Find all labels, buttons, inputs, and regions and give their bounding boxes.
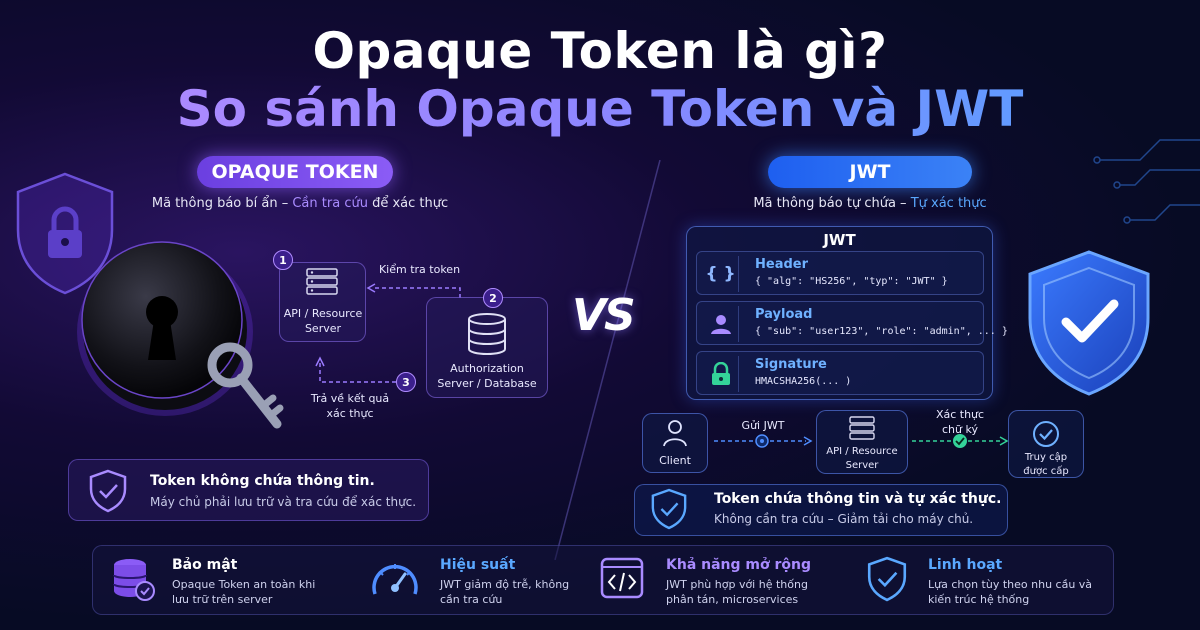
jwt-shield-check-icon <box>651 488 687 530</box>
feature-performance-title: Hiệu suất <box>440 557 516 573</box>
authorization-server-label: Authorization Server / Database <box>437 362 537 390</box>
verify-arrow <box>912 434 1009 448</box>
database-icon <box>468 313 506 356</box>
feature-security-text: Opaque Token an toàn khi lưu trữ trên se… <box>172 578 316 607</box>
shield-check-large-icon <box>1028 250 1150 396</box>
key-icon <box>207 342 284 429</box>
feature-flexibility-title: Linh hoạt <box>928 557 1003 573</box>
server-icon <box>306 268 338 295</box>
check-circle-icon <box>1033 421 1059 447</box>
keyhole-disk-icon <box>77 241 253 416</box>
jwt-server-icon <box>849 416 875 440</box>
return-result-label: Trả về kết quả xác thực <box>310 392 390 420</box>
opaque-subtitle: Mã thông báo bí ẩn – Cần tra cứu để xác … <box>151 196 449 211</box>
lock-icon <box>711 362 730 385</box>
jwt-pill: JWT <box>768 156 972 188</box>
braces-icon: { } <box>705 264 736 284</box>
client-label: Client <box>659 454 691 467</box>
database-check-icon <box>113 559 155 601</box>
user-icon <box>710 315 731 334</box>
client-box <box>642 413 708 473</box>
jwt-resource-server-label: API / Resource Server <box>826 446 898 471</box>
speedometer-icon <box>372 564 418 595</box>
step-3-badge: 3 <box>396 372 416 392</box>
access-granted-label: Truy cập được cấp <box>1023 452 1069 477</box>
jwt-subtitle: Mã thông báo tự chứa – Tự xác thực <box>753 196 987 211</box>
jwt-info-text: Không cần tra cứu – Giảm tải cho máy chủ… <box>714 512 974 526</box>
jwt-resource-server-box <box>816 410 908 474</box>
jwt-payload-row: Payload { "sub": "user123", "role": "adm… <box>696 301 1008 345</box>
page-title: Opaque Token là gì? <box>312 22 888 80</box>
jwt-header-row: { } Header { "alg": "HS256", "typ": "JWT… <box>696 251 984 295</box>
verify-signature-label: Xác thực chữ ký <box>935 408 985 436</box>
opaque-info-box <box>68 459 429 521</box>
opaque-token-pill: OPAQUE TOKEN <box>197 156 393 188</box>
return-arrow <box>315 356 396 383</box>
jwt-info-box <box>634 484 1008 536</box>
shield-check-icon <box>89 469 127 513</box>
code-icon <box>600 557 644 599</box>
check-token-arrow <box>366 283 461 298</box>
flexibility-shield-icon <box>867 556 907 602</box>
feature-flexibility-text: Lựa chọn tùy theo nhu cầu và kiến trúc h… <box>928 578 1093 607</box>
opaque-info-title: Token không chứa thông tin. <box>150 473 375 489</box>
send-jwt-arrow <box>714 434 813 448</box>
jwt-signature-row: Signature HMACSHA256(... ) <box>696 351 984 395</box>
opaque-info-text: Máy chủ phải lưu trữ và tra cứu để xác t… <box>150 495 417 509</box>
feature-scalability-title: Khả năng mở rộng <box>666 557 812 573</box>
client-user-icon <box>663 420 687 447</box>
jwt-info-title: Token chứa thông tin và tự xác thực. <box>714 491 1002 507</box>
circuit-decoration <box>1093 139 1200 224</box>
page-subtitle: So sánh Opaque Token và JWT <box>0 80 1200 138</box>
divider-line <box>554 160 661 560</box>
vs-label: VS <box>572 290 636 341</box>
feature-security-title: Bảo mật <box>172 557 238 573</box>
feature-performance-text: JWT giảm độ trễ, không cần tra cứu <box>440 578 570 607</box>
check-token-label: Kiểm tra token <box>378 263 461 276</box>
jwt-card-title: JWT <box>823 231 856 249</box>
step-1-badge: 1 <box>273 250 293 270</box>
shield-lock-icon <box>16 172 114 295</box>
feature-scalability-text: JWT phù hợp với hệ thống phân tán, micro… <box>666 578 808 607</box>
step-2-badge: 2 <box>483 288 503 308</box>
api-resource-server-label: API / Resource Server <box>283 307 363 335</box>
send-jwt-label: Gửi JWT <box>741 419 785 432</box>
